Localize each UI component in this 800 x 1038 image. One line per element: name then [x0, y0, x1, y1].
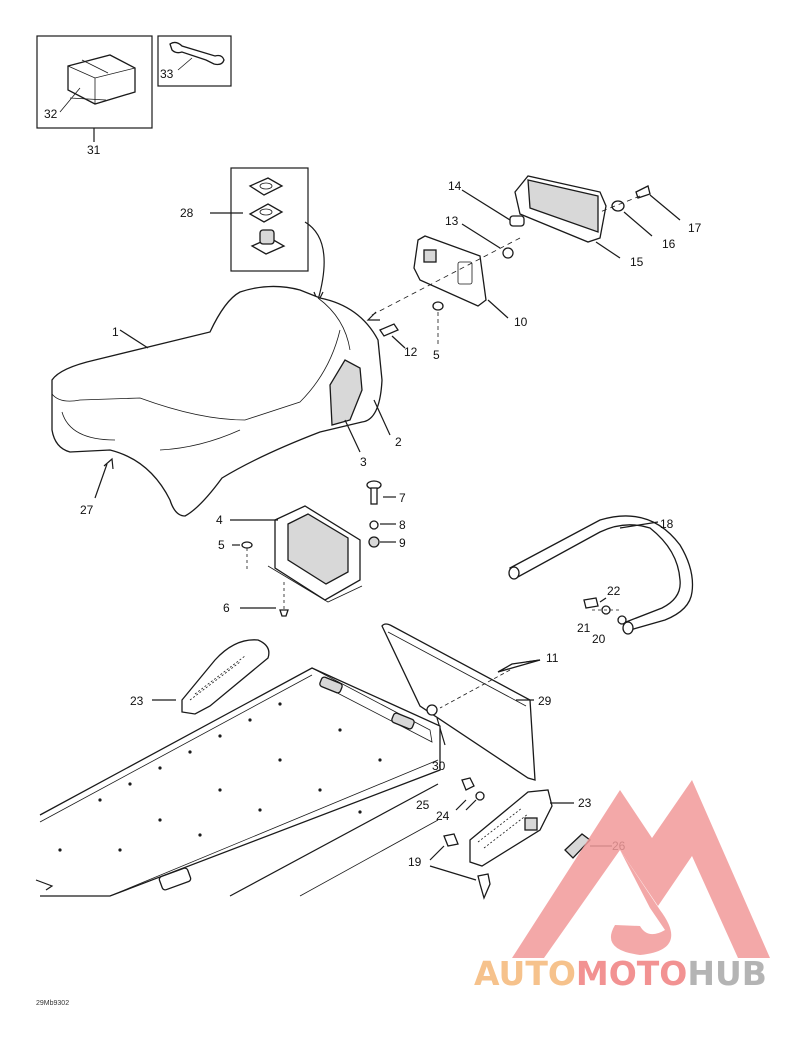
- callout-labels: 32 31 33 28 14 13 17 16 15 10 12 5 1 2 3…: [44, 67, 702, 869]
- callout-7: 7: [399, 491, 406, 505]
- callout-1: 1: [112, 325, 119, 339]
- damper-kit-box: [210, 167, 325, 304]
- drawing-code: 29Mb9302: [36, 1000, 69, 1007]
- callout-5-mid: 5: [218, 538, 225, 552]
- storage-box: [230, 480, 396, 617]
- callout-20: 20: [592, 632, 606, 646]
- callout-15: 15: [630, 255, 644, 269]
- callout-9: 9: [399, 536, 406, 550]
- watermark-logo: [512, 780, 770, 958]
- fasteners-lower: [429, 777, 491, 900]
- callout-17: 17: [688, 221, 702, 235]
- side-cover-left: [152, 639, 270, 715]
- side-cover-right: [469, 789, 612, 867]
- callout-8: 8: [399, 518, 406, 532]
- callout-31: 31: [87, 143, 101, 157]
- callout-19: 19: [408, 855, 422, 869]
- grab-handle: [508, 515, 694, 635]
- callout-33: 33: [160, 67, 174, 81]
- snow-flap: [381, 623, 541, 781]
- watermark-hub: HUB: [687, 954, 767, 993]
- svg-text:AUTOMOTOHUB: AUTOMOTOHUB: [474, 954, 767, 993]
- callout-27: 27: [80, 503, 94, 517]
- automotohub-watermark: AUTOMOTOHUB: [474, 780, 770, 993]
- callout-14: 14: [448, 179, 462, 193]
- callout-13: 13: [445, 214, 459, 228]
- callout-25: 25: [416, 798, 430, 812]
- watermark-moto: MOTO: [576, 954, 687, 993]
- callout-24: 24: [436, 809, 450, 823]
- callout-11: 11: [546, 651, 559, 665]
- callout-29: 29: [538, 694, 552, 708]
- taillight-assembly: [366, 175, 681, 349]
- watermark-auto: AUTO: [474, 954, 576, 993]
- callout-4: 4: [216, 513, 223, 527]
- callout-30: 30: [432, 759, 446, 773]
- callout-6: 6: [223, 601, 230, 615]
- callout-16: 16: [662, 237, 676, 251]
- callout-22: 22: [607, 584, 621, 598]
- callout-3: 3: [360, 455, 367, 469]
- tunnel: [35, 667, 441, 897]
- tool-box: [157, 35, 232, 87]
- callout-32: 32: [44, 107, 58, 121]
- callout-23-left: 23: [130, 694, 144, 708]
- callout-18: 18: [660, 517, 674, 531]
- callout-21: 21: [577, 621, 591, 635]
- callout-2: 2: [395, 435, 402, 449]
- callout-23-right: 23: [578, 796, 592, 810]
- callout-12: 12: [404, 345, 418, 359]
- callout-5-top: 5: [433, 348, 440, 362]
- seat: [51, 285, 391, 517]
- callout-28: 28: [180, 206, 194, 220]
- repair-kit-box: [36, 35, 153, 142]
- callout-10: 10: [514, 315, 528, 329]
